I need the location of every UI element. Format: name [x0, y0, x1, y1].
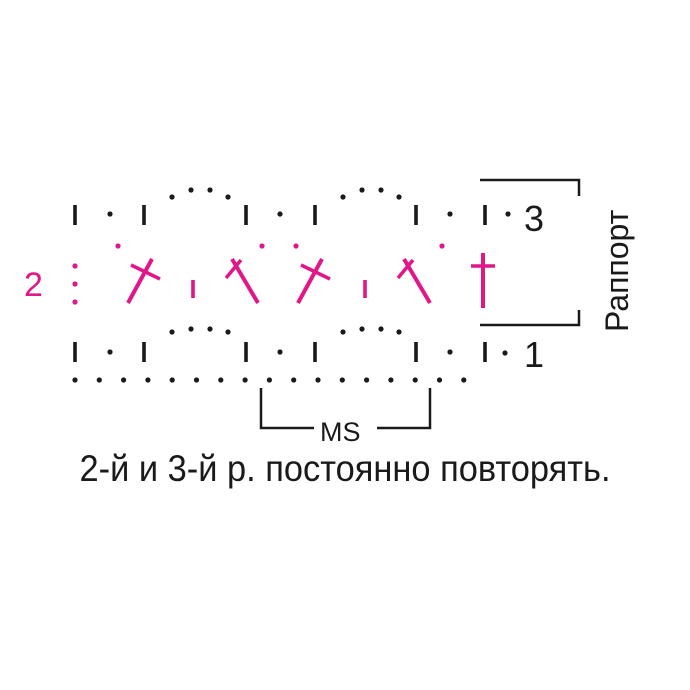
chain-stitch — [447, 349, 453, 355]
chain-stitch — [266, 377, 272, 383]
row-1-label: 1 — [524, 334, 544, 375]
chain-stitch — [169, 194, 175, 200]
crossed-stitch — [224, 258, 243, 280]
chain-stitch — [396, 194, 402, 200]
chain-stitch — [364, 377, 370, 383]
chain-stitch — [340, 194, 346, 200]
chain-stitch — [242, 377, 248, 383]
chart-symbols — [72, 187, 511, 383]
chain-stitch — [340, 329, 346, 335]
chain-stitch — [188, 187, 194, 193]
chain-stitch — [169, 377, 175, 383]
ms-bracket-right — [377, 388, 432, 430]
chain-stitch — [505, 211, 511, 217]
crossed-stitch — [300, 263, 331, 281]
chain-stitch — [259, 243, 265, 249]
chain-stitch — [293, 243, 299, 249]
chain-stitch — [436, 377, 443, 383]
chain-stitch — [107, 349, 113, 355]
chain-stitch — [359, 187, 365, 193]
chain-stitch — [378, 187, 384, 193]
chain-stitch — [339, 377, 345, 383]
chain-stitch — [291, 377, 297, 383]
repeat-label: Раппорт — [599, 209, 635, 332]
chain-stitch — [439, 243, 445, 249]
chain-stitch — [121, 377, 127, 383]
chain-stitch — [388, 377, 394, 383]
chain-stitch — [225, 194, 231, 200]
chain-stitch — [218, 377, 224, 383]
chain-stitch — [188, 326, 194, 332]
chain-stitch — [207, 326, 213, 332]
chain-stitch — [412, 377, 418, 383]
chain-stitch — [277, 349, 283, 355]
chain-stitch — [72, 281, 78, 287]
chain-stitch — [72, 263, 78, 269]
chain-stitch — [96, 377, 102, 383]
crossed-stitch — [296, 258, 324, 304]
chain-stitch — [225, 329, 231, 335]
chain-stitch — [277, 211, 283, 217]
chain-stitch — [461, 377, 467, 383]
row-2-label: 2 — [24, 266, 43, 304]
chain-stitch — [396, 329, 402, 335]
chain-stitch — [502, 350, 508, 356]
ms-label: MS — [320, 417, 361, 447]
crossed-stitch — [396, 258, 415, 280]
chain-stitch — [169, 329, 175, 335]
chain-stitch — [72, 299, 78, 305]
chain-stitch — [359, 326, 365, 332]
chain-stitch — [145, 377, 151, 383]
chain-stitch — [315, 377, 321, 383]
chain-stitch — [193, 377, 200, 383]
caption: 2-й и 3-й р. постоянно повторять. — [79, 448, 611, 489]
chain-stitch — [378, 326, 384, 332]
chain-stitch — [72, 377, 78, 383]
repeat-bracket-top — [480, 178, 581, 196]
row-3-label: 3 — [524, 198, 544, 239]
chain-stitch — [207, 187, 213, 193]
crossed-stitch — [130, 263, 161, 281]
brackets — [259, 178, 581, 430]
chain-stitch — [115, 243, 121, 249]
chain-stitch — [447, 211, 453, 217]
ms-bracket-left — [259, 388, 314, 430]
chain-stitch — [107, 211, 113, 217]
crossed-stitch — [126, 258, 154, 304]
repeat-bracket-bottom — [480, 310, 581, 327]
